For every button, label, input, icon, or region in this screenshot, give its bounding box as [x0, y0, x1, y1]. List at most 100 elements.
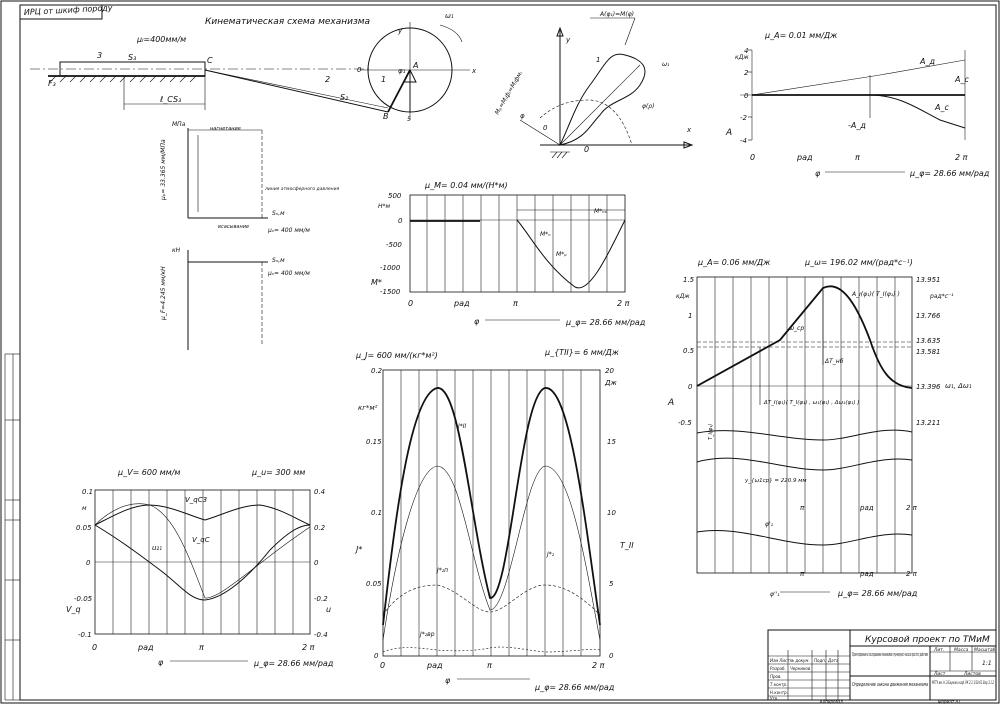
inertia-ytick-l3: 0.05 — [366, 580, 382, 588]
work-driving-line — [751, 59, 966, 96]
label-y: y — [397, 27, 403, 35]
vel-ytick-r1: 0.2 — [314, 524, 326, 532]
polar-label-phi: φ — [520, 112, 525, 120]
energy-curve — [696, 285, 913, 389]
tb-copied: Копировал — [820, 699, 843, 704]
inertia-mu-t: μ_{TII}= 6 мм/Дж — [544, 348, 620, 357]
vel-ytick-r3: -0.2 — [314, 595, 328, 603]
inertia-ytick-l0: 0.2 — [371, 367, 383, 375]
sheet-inner-frame — [19, 4, 997, 701]
velocity-chart: μ_V= 600 мм/м μ_u= 300 мм м 0.1 0.05 0 -… — [66, 468, 334, 668]
vel-right-label: u — [326, 605, 331, 614]
moment-resist-curve — [516, 219, 626, 289]
polar-diagram: A(φ₁)=M(φ) Mₚ=M₍ф₎=M₍фм₎ φ φ(ρ) ω₁ 0 1 x… — [494, 11, 694, 159]
moment-unit: Н*м — [378, 203, 391, 210]
velocity-grid — [94, 489, 311, 635]
energy-note-3: ΔT_I(φ₁)( T_I(φ₁) , ω₁(φ₁) , Δω₁(φ₁) ) — [763, 400, 859, 406]
vel-label-vqc3: V_qC3 — [185, 496, 207, 504]
polar-label-x: x — [686, 126, 692, 134]
tb-description: Проектирование и исследование механизмов… — [852, 652, 928, 658]
vel-ytick-l3: -0.05 — [74, 595, 93, 603]
tb-author: Черников — [790, 666, 811, 671]
polar-label-a: A(φ₁)=M(φ) — [599, 11, 634, 18]
work-ytick-2: 2 — [744, 69, 749, 77]
energy-note-5: y_{ω1ср} = 220.9 мм — [744, 478, 807, 484]
inertia-ytick-r4: 0 — [609, 652, 614, 660]
inertia-left-unit: кг*м² — [358, 404, 378, 412]
energy-xtick-rad-b: рад — [859, 570, 874, 578]
tb-row-utv: Утв. — [770, 696, 778, 701]
inertia-left-label: J* — [354, 545, 362, 554]
label-s2: S₂ — [340, 93, 349, 102]
energy-xtick-pi-b: π — [800, 570, 805, 578]
kinematic-scale: μₗ=400мм/м — [136, 35, 186, 44]
inertia-xtick-2pi: 2 π — [592, 661, 605, 670]
energy-ytick-r1: 13.766 — [916, 312, 941, 320]
indicator-diagram: МПа μₚ= 33.365 мм/МПа линия атмосферного… — [160, 121, 340, 234]
moment-xtick-2pi: 2 π — [617, 299, 630, 308]
tb-row-sign: Подп. — [814, 658, 826, 663]
label-a: A — [412, 61, 418, 70]
polar-ground — [550, 151, 570, 159]
force-mu-s: μₛ= 400 мм/м — [267, 270, 310, 277]
moment-ytick-m500: -500 — [386, 241, 402, 249]
title-block: Курсовой проект по ТМиМ Проектирование и… — [767, 629, 997, 704]
work-xtick-2pi: 2 π — [955, 153, 968, 162]
ind-note-discharge: нагнетание — [210, 126, 241, 132]
vel-ytick-l0: 0.1 — [82, 488, 93, 496]
inertia-ytick-r3: 5 — [609, 580, 614, 588]
work-curve-ad: A_д — [919, 57, 935, 66]
work-mu-phi: μ_φ= 28.66 мм/рад — [909, 169, 990, 178]
energy-mu-omega: μ_ω= 196.02 мм/(рад*с⁻¹) — [804, 258, 913, 267]
tb-project: Курсовой проект по ТМиМ — [865, 635, 990, 645]
ind-note-suction: всасывание — [218, 224, 249, 230]
energy-xtick-pi-a: π — [800, 504, 805, 512]
moment-xtick-0: 0 — [408, 299, 413, 308]
moment-label-mns: M*ₙₛ — [594, 208, 607, 215]
polar-label-omega: ω₁ — [662, 61, 670, 68]
moment-ytick-0: 0 — [398, 217, 403, 225]
label-omega1: ω₁ — [445, 12, 454, 20]
vel-ytick-r2: 0 — [314, 559, 319, 567]
vel-ytick-r4: -0.4 — [314, 631, 328, 639]
polar-label-m: Mₚ=M₍ф₎=M₍фм₎ — [494, 70, 525, 116]
work-curve-ac1: A_с — [954, 75, 969, 84]
work-ytick-0: 0 — [744, 92, 749, 100]
inertia-label-j2vr: J*₂вр — [419, 631, 435, 638]
moment-axis-label: M* — [371, 278, 382, 287]
vel-curve-vqc3 — [94, 504, 311, 526]
connecting-rod — [204, 69, 389, 113]
tb-row-razrab: Разраб. — [770, 666, 786, 671]
energy-ytick-r2: 13.635 — [916, 337, 941, 345]
moment-label-mn: M*ₙ — [540, 231, 551, 238]
vel-xtick-2pi: 2 π — [302, 643, 315, 652]
tb-sheet: Лист — [933, 671, 946, 677]
energy-right-label: ω₁, Δω₁ — [945, 382, 972, 390]
label-c: C — [207, 56, 213, 65]
work-chart: μ_A= 0.01 мм/Дж кДж 4 2 0 -2 -4 A A_д A_… — [725, 31, 990, 178]
vel-mu-u: μ_u= 300 мм — [251, 468, 305, 477]
inertia-right-unit: Дж — [604, 379, 617, 387]
tb-format: Формат А1 — [938, 699, 961, 704]
polar-label-1: 1 — [596, 56, 600, 64]
label-link1: 1 — [381, 75, 386, 84]
tb-row-tkontr: Т.контр. — [770, 682, 787, 687]
vel-phi: φ — [158, 658, 164, 667]
energy-ytick-l4: -0.5 — [678, 419, 692, 427]
inertia-label-jII: J*II — [457, 423, 467, 430]
moment-xtick-rad: рад — [453, 299, 470, 308]
hatching — [49, 75, 197, 83]
inertia-phi: φ — [445, 676, 451, 685]
tb-sheet-title: Определение закона движения механизма — [852, 682, 928, 688]
inertia-curve-j2 — [382, 465, 601, 641]
work-axis-a: A — [725, 128, 732, 138]
energy-unit-left: кДж — [676, 293, 690, 300]
inertia-xtick-pi: π — [487, 661, 492, 670]
vel-curve-vqc — [94, 503, 311, 599]
inertia-curve-j2vr — [382, 646, 601, 653]
ind-mu-p: μₚ= 33.365 мм/МПа — [160, 139, 167, 201]
inertia-curve-jII — [382, 387, 601, 626]
moment-xtick-pi: π — [513, 299, 518, 308]
